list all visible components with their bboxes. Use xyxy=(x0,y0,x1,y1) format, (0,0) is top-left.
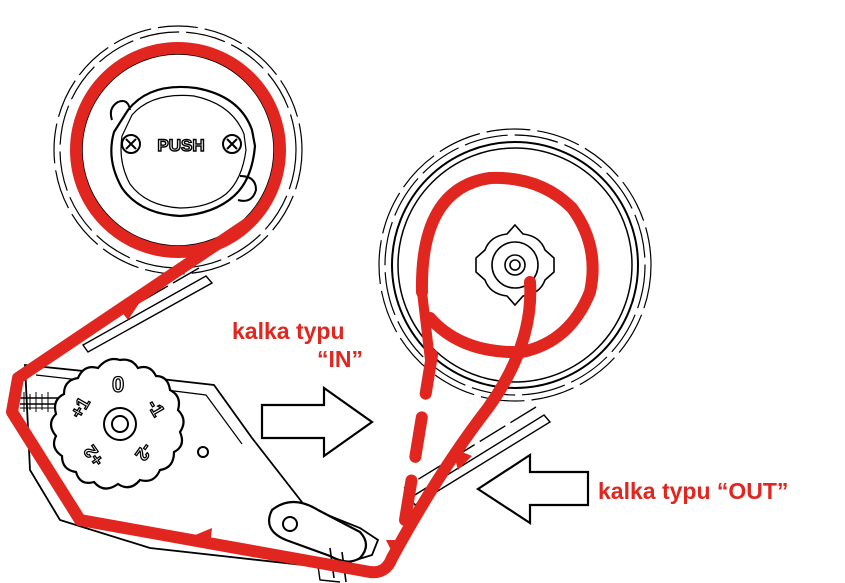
print-mechanism xyxy=(20,363,380,583)
out-direction-arrow xyxy=(475,452,590,526)
label-in-ribbon-line1: kalka typu xyxy=(232,318,345,344)
label-out-ribbon: kalka typu “OUT” xyxy=(598,478,789,504)
ribbon-path xyxy=(6,42,599,579)
pressure-dial xyxy=(49,357,185,490)
in-direction-arrow xyxy=(260,385,374,459)
ribbon-direction-arrowheads xyxy=(118,302,472,558)
arrowhead-2 xyxy=(188,528,212,548)
arrowhead-1 xyxy=(118,302,140,320)
takeup-spindle xyxy=(378,128,652,402)
dial-mark-0: 0 xyxy=(112,372,124,397)
arrowhead-3 xyxy=(452,448,472,470)
label-in-ribbon-line2: “IN” xyxy=(317,346,363,372)
arrowhead-4 xyxy=(386,540,402,558)
push-label: PUSH xyxy=(157,136,204,155)
